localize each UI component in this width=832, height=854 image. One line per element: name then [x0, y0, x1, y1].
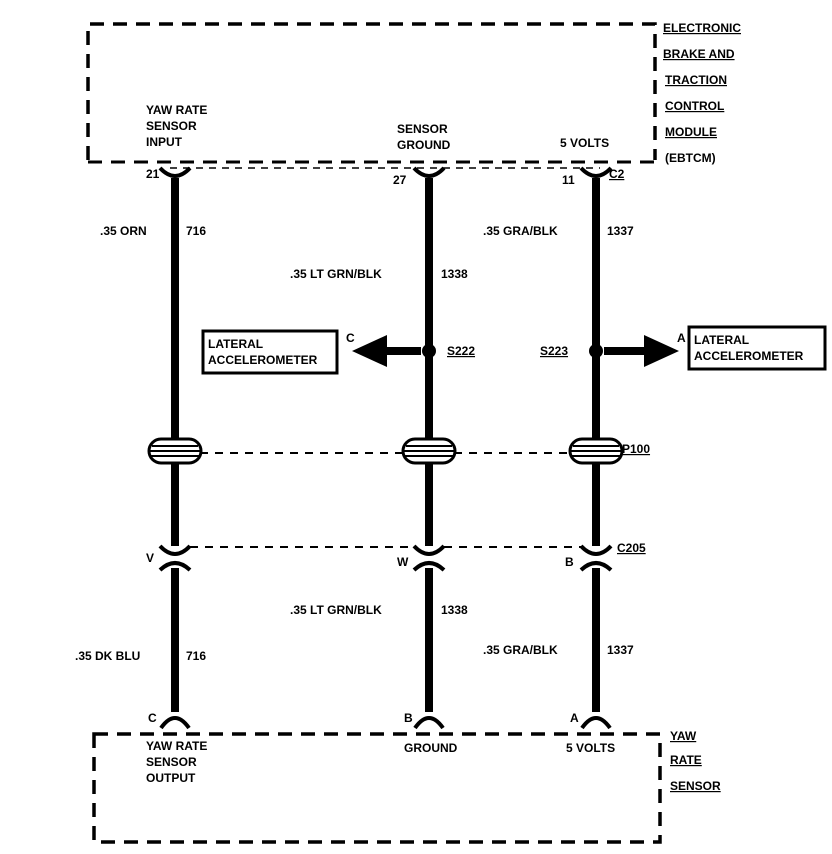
cavity-a-lateral: A [677, 331, 686, 345]
sensor-cavity-b: B [404, 711, 413, 725]
sensor-pin-label-ground: GROUND [404, 741, 458, 755]
splice-id-s222: S222 [447, 344, 475, 358]
splice-arrow-head-s222 [352, 335, 387, 367]
pin-label-sensor-ground-2: GROUND [397, 138, 451, 152]
module-name-line-3: TRACTION [665, 73, 727, 87]
ebtcm-module [86, 22, 657, 169]
sensor-pin-label-yaw-3: OUTPUT [146, 771, 196, 785]
circuit-1338-lower: 1338 [441, 603, 468, 617]
connector-c205: V W B C205 [146, 541, 646, 572]
module-terminals [158, 166, 613, 178]
yaw-rate-sensor: YAW RATE SENSOR OUTPUT GROUND 5 VOLTS YA… [92, 729, 721, 844]
module-pin-labels: YAW RATE SENSOR INPUT SENSOR GROUND 5 VO… [146, 103, 625, 187]
sensor-terminals [159, 716, 612, 730]
sensor-cavity-c: C [148, 711, 157, 725]
module-name-line-1: ELECTRONIC [663, 21, 741, 35]
sensor-pin-label-yaw-2: SENSOR [146, 755, 197, 769]
circuit-716-upper: 716 [186, 224, 206, 238]
circuit-1337-lower: 1337 [607, 643, 634, 657]
wires [171, 178, 600, 712]
module-name-line-4: CONTROL [665, 99, 724, 113]
terminal-pin-21 [158, 166, 192, 178]
splice-s222: S222 C LATERAL ACCELEROMETER [201, 329, 475, 375]
cavity-w: W [397, 555, 409, 569]
pin-number-27: 27 [393, 173, 407, 187]
connector-id-c205: C205 [617, 541, 646, 555]
lateral-accelerometer-box-right [687, 325, 827, 371]
splice-dot-s222 [422, 344, 436, 358]
terminal-sensor-c [159, 716, 191, 730]
sensor-pin-label-5-volts: 5 VOLTS [566, 741, 615, 755]
wire-label-dk-blu: .35 DK BLU [75, 649, 140, 663]
module-name-line-6: (EBTCM) [665, 151, 716, 165]
pin-label-5-volts: 5 VOLTS [560, 136, 609, 150]
sensor-name-line-3: SENSOR [670, 779, 721, 793]
sensor-name-line-2: RATE [670, 753, 702, 767]
cavity-c-lateral: C [346, 331, 355, 345]
wire-label-orn: .35 ORN [100, 224, 147, 238]
module-name: ELECTRONIC BRAKE AND TRACTION CONTROL MO… [663, 21, 741, 165]
splice-dot-s223 [589, 344, 603, 358]
module-name-line-2: BRAKE AND [663, 47, 735, 61]
module-name-line-5: MODULE [665, 125, 717, 139]
circuit-716-lower: 716 [186, 649, 206, 663]
splice-s223: S223 A LATERAL ACCELEROMETER [540, 325, 827, 371]
pin-label-sensor-ground-1: SENSOR [397, 122, 448, 136]
lateral-accelerometer-right-line-2: ACCELEROMETER [694, 349, 804, 363]
connector-c2-label: C2 [609, 167, 625, 181]
lateral-accelerometer-box-left [201, 329, 339, 375]
terminal-pin-27 [412, 166, 446, 178]
terminal-pin-11 [579, 166, 613, 178]
terminal-sensor-a [580, 716, 612, 730]
lateral-accelerometer-left-line-2: ACCELEROMETER [208, 353, 318, 367]
passthrough-id-p100: P100 [622, 442, 650, 456]
wire-label-lt-grn-blk-upper: .35 LT GRN/BLK [290, 267, 382, 281]
terminal-sensor-b [413, 716, 445, 730]
pin-label-yaw-rate-input-3: INPUT [146, 135, 183, 149]
cavity-b-c205: B [565, 555, 574, 569]
pin-label-yaw-rate-input-1: YAW RATE [146, 103, 207, 117]
wire-label-gra-blk-upper: .35 GRA/BLK [483, 224, 558, 238]
sensor-pin-label-yaw-1: YAW RATE [146, 739, 207, 753]
cavity-v: V [146, 551, 154, 565]
lower-wire-labels: .35 DK BLU 716 .35 LT GRN/BLK 1338 .35 G… [75, 603, 634, 663]
wire-label-lt-grn-blk-lower: .35 LT GRN/BLK [290, 603, 382, 617]
lateral-accelerometer-right-line-1: LATERAL [694, 333, 749, 347]
circuit-1337-upper: 1337 [607, 224, 634, 238]
pin-number-11: 11 [562, 173, 575, 187]
passthrough-p100: P100 [147, 437, 650, 465]
sensor-cavity-labels: C B A [148, 711, 579, 725]
upper-wire-labels: .35 ORN 716 .35 LT GRN/BLK 1338 .35 GRA/… [100, 224, 634, 281]
circuit-1338-upper: 1338 [441, 267, 468, 281]
wire-label-gra-blk-lower: .35 GRA/BLK [483, 643, 558, 657]
sensor-name-line-1: YAW [670, 729, 697, 743]
splice-arrow-head-s223 [644, 335, 679, 367]
pin-label-yaw-rate-input-2: SENSOR [146, 119, 197, 133]
lateral-accelerometer-left-line-1: LATERAL [208, 337, 263, 351]
splice-id-s223: S223 [540, 344, 568, 358]
sensor-cavity-a: A [570, 711, 579, 725]
pin-number-21: 21 [146, 167, 160, 181]
